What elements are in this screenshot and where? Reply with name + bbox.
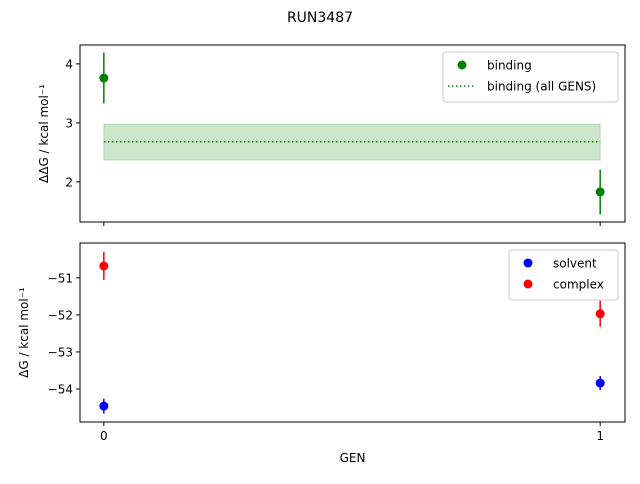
legend-marker xyxy=(457,60,467,70)
axes-frame xyxy=(79,44,626,223)
legend-box xyxy=(508,249,619,301)
data-point xyxy=(99,261,109,271)
chart-title: RUN3487 xyxy=(287,10,353,26)
y-axis-label: ΔΔG / kcal mol⁻¹ xyxy=(37,84,51,183)
legend-marker xyxy=(523,279,533,289)
data-point xyxy=(595,378,605,388)
legend-label: complex xyxy=(553,278,604,292)
axes-1: −54 −53 −52 −51 0 1 ΔG / kcal mol⁻¹ GEN solvent c… xyxy=(17,242,626,465)
y-tick-label: 4 xyxy=(65,57,73,71)
y-tick-label: 3 xyxy=(65,116,73,130)
y-tick-label: −53 xyxy=(48,345,73,359)
x-axis-label: GEN xyxy=(340,451,366,465)
data-point xyxy=(595,309,605,319)
axes-frame xyxy=(79,242,626,423)
y-tick-label: −51 xyxy=(48,271,73,285)
legend-box xyxy=(442,51,619,103)
legend-label: solvent xyxy=(553,257,597,271)
x-tick-label: 1 xyxy=(596,429,604,443)
y-axis-label: ΔG / kcal mol⁻¹ xyxy=(17,287,31,378)
legend-label: binding (all GENS) xyxy=(487,80,596,94)
data-point xyxy=(99,73,109,83)
y-tick-label: 2 xyxy=(65,175,73,189)
data-point xyxy=(99,401,109,411)
x-tick-label: 0 xyxy=(100,429,108,443)
y-tick-label: −54 xyxy=(48,383,73,397)
legend-label: binding xyxy=(487,59,532,73)
y-tick-label: −52 xyxy=(48,308,73,322)
legend: binding binding (all GENS) xyxy=(442,51,619,103)
legend: solvent complex xyxy=(508,249,619,301)
legend-marker xyxy=(523,258,533,268)
data-point xyxy=(595,187,605,197)
